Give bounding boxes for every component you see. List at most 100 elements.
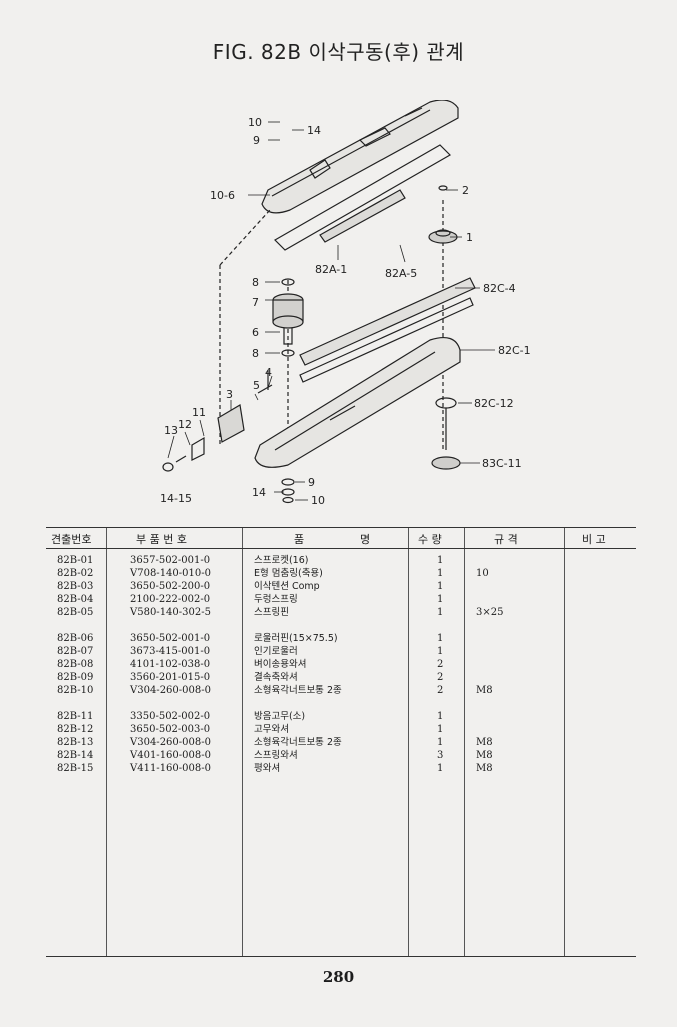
left-small-parts xyxy=(162,436,205,472)
header-name-2: 명 xyxy=(360,533,371,546)
cell-ref: 82B-09 xyxy=(57,672,94,683)
shaft-sprocket xyxy=(431,397,461,470)
cell-part-no: 3350-502-002-0 xyxy=(130,711,211,722)
cell-desc: E형 멈춤링(축용) xyxy=(254,568,323,579)
cell-qty: 1 xyxy=(437,633,444,644)
cell-part-no: V411-160-008-0 xyxy=(130,763,211,774)
cell-desc: 두렁스프링 xyxy=(254,594,298,605)
cell-part-no: V401-160-008-0 xyxy=(130,750,211,761)
cell-qty: 2 xyxy=(437,672,444,683)
callout-82c-4: 82C-4 xyxy=(483,282,516,295)
callout-6: 6 xyxy=(252,326,259,339)
cell-desc: 벼이송용와셔 xyxy=(254,659,307,670)
callout-13: 13 xyxy=(164,424,178,437)
callout-9b: 9 xyxy=(308,476,315,489)
callout-11: 11 xyxy=(192,406,206,419)
callout-83c-11: 83C-11 xyxy=(482,457,522,470)
figure-title: FIG. 82B 이삭구동(후) 관계 xyxy=(212,40,465,64)
cell-qty: 3 xyxy=(437,750,444,761)
bottom-nut xyxy=(281,478,295,504)
col-divider xyxy=(242,528,243,956)
cell-qty: 1 xyxy=(437,555,444,566)
callout-14: 14 xyxy=(307,124,321,137)
cell-desc: 스프링와셔 xyxy=(254,750,298,761)
cell-part-no: V304-260-008-0 xyxy=(130,737,211,748)
cell-qty: 2 xyxy=(437,685,444,696)
page-number: 280 xyxy=(322,968,355,986)
cell-qty: 1 xyxy=(437,737,444,748)
header-name: 품 xyxy=(294,533,305,546)
exploded-parts-diagram: 10 14 9 10-6 2 1 8 7 82A-1 82A-5 82C-4 6… xyxy=(160,100,531,507)
table-header: 견출번호 부 품 번 호 품 명 수 량 규 격 비 고 xyxy=(46,528,636,549)
cell-desc: 소형육각너트보통 2종 xyxy=(254,737,342,748)
col-divider xyxy=(564,528,565,956)
cell-ref: 82B-06 xyxy=(57,633,94,644)
callout-82c-1: 82C-1 xyxy=(498,344,531,357)
callout-7: 7 xyxy=(252,296,259,309)
callout-8: 8 xyxy=(252,276,259,289)
cell-part-no: V708-140-010-0 xyxy=(130,568,211,579)
col-divider xyxy=(408,528,409,956)
cell-ref: 82B-07 xyxy=(57,646,94,657)
cell-ref: 82B-04 xyxy=(57,594,94,605)
cell-qty: 2 xyxy=(437,659,444,670)
header-part-no: 부 품 번 호 xyxy=(136,533,187,546)
callout-82a-5: 82A-5 xyxy=(385,267,417,280)
callout-14-15: 14-15 xyxy=(160,492,192,505)
callout-10b: 10 xyxy=(311,494,325,507)
cell-desc: 결속축와셔 xyxy=(254,672,298,683)
callout-10: 10 xyxy=(248,116,262,129)
cell-spec: M8 xyxy=(476,750,493,761)
callout-14b: 14 xyxy=(252,486,266,499)
cell-ref: 82B-08 xyxy=(57,659,94,670)
cell-desc: 소형육각너트보통 2종 xyxy=(254,685,342,696)
callout-82a-1: 82A-1 xyxy=(315,263,347,276)
cell-part-no: V580-140-302-5 xyxy=(130,607,211,618)
cell-desc: 인기로울러 xyxy=(254,646,298,657)
cell-qty: 1 xyxy=(437,568,444,579)
cell-qty: 1 xyxy=(437,581,444,592)
cell-spec: 3×25 xyxy=(476,607,504,618)
cell-spec: M8 xyxy=(476,685,493,696)
cell-part-no: 3650-502-003-0 xyxy=(130,724,211,735)
header-ref: 견출번호 xyxy=(51,533,92,546)
callout-82c-12: 82C-12 xyxy=(474,397,514,410)
cell-qty: 1 xyxy=(437,711,444,722)
callout-10-6: 10-6 xyxy=(210,189,235,202)
cell-desc: 평와셔 xyxy=(254,763,281,774)
cell-part-no: 3650-502-200-0 xyxy=(130,581,211,592)
callout-1: 1 xyxy=(466,231,473,244)
cell-ref: 82B-13 xyxy=(57,737,94,748)
cell-ref: 82B-10 xyxy=(57,685,94,696)
callout-8b: 8 xyxy=(252,347,259,360)
header-spec: 규 격 xyxy=(494,533,518,546)
cell-ref: 82B-02 xyxy=(57,568,94,579)
cell-part-no: 3657-502-001-0 xyxy=(130,555,211,566)
cell-ref: 82B-05 xyxy=(57,607,94,618)
cell-desc: 방음고무(소) xyxy=(254,711,306,722)
cell-ref: 82B-12 xyxy=(57,724,94,735)
bracket-part xyxy=(217,370,273,443)
cell-part-no: 3673-415-001-0 xyxy=(130,646,211,657)
cell-desc: 고무와셔 xyxy=(254,724,289,735)
cell-desc: 로울러핀(15×75.5) xyxy=(254,633,338,644)
cell-desc: 스프링핀 xyxy=(254,607,289,618)
col-divider xyxy=(106,528,107,956)
cell-qty: 1 xyxy=(437,607,444,618)
cell-ref: 82B-15 xyxy=(57,763,94,774)
table-row: 82B-05 V580-140-302-5 스프링핀 1 3×25 xyxy=(46,606,636,619)
